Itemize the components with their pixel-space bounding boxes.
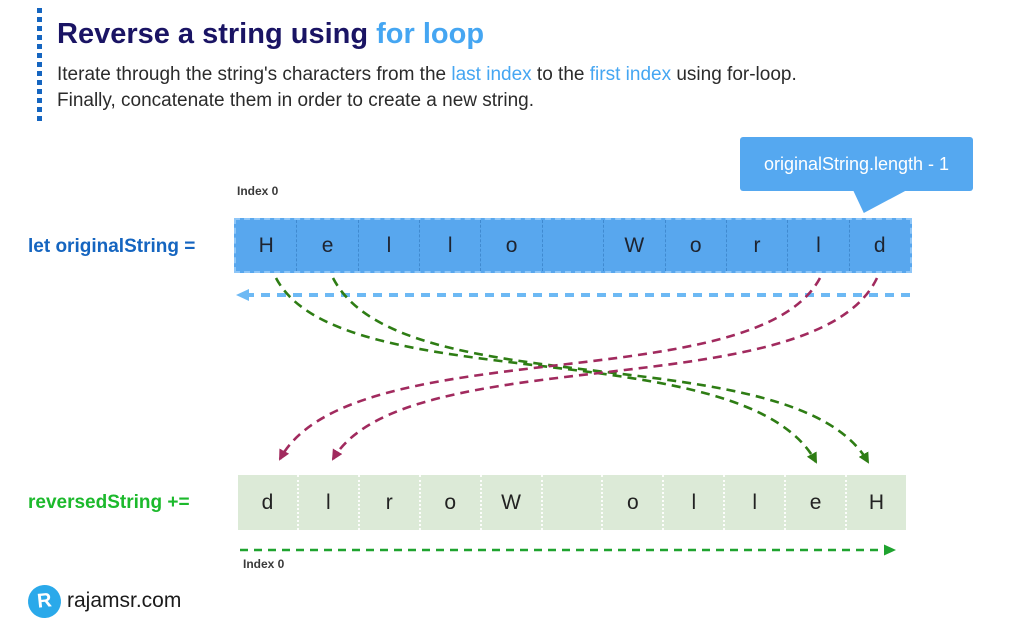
swap-curve-maroon-1 <box>278 277 822 461</box>
subtitle-text: Iterate through the string's characters … <box>57 64 452 85</box>
reversed-string-label: reversedString += <box>28 492 190 513</box>
char-cell: l <box>787 220 848 271</box>
char-cell <box>540 475 602 530</box>
char-cell: r <box>725 220 787 271</box>
original-string-label: let originalString = <box>28 236 196 257</box>
page-title: Reverse a string using for loop <box>57 18 484 51</box>
char-cell: o <box>418 475 480 530</box>
subtitle: Iterate through the string's characters … <box>57 62 797 114</box>
site-url-text: rajamsr.com <box>67 589 182 612</box>
char-cell: H <box>845 475 906 530</box>
char-cell: W <box>603 220 664 271</box>
left-accent-dotted-bar <box>37 8 42 122</box>
subtitle-line2: Finally, concatenate them in order to cr… <box>57 90 535 111</box>
char-cell: l <box>357 220 419 271</box>
char-cell <box>541 220 603 271</box>
swap-curve-green-2 <box>331 277 870 464</box>
swap-curve-maroon-2 <box>331 277 879 461</box>
subtitle-line1: Iterate through the string's characters … <box>57 62 797 88</box>
char-cell: d <box>261 490 274 514</box>
index-label-top: Index 0 <box>237 184 279 198</box>
callout-bubble: originalString.length - 1 <box>740 137 973 191</box>
char-cell: o <box>480 220 541 271</box>
title-accent-text: for loop <box>368 18 485 50</box>
title-main-text: Reverse a string using <box>57 18 369 50</box>
char-cell: o <box>601 475 662 530</box>
subtitle-accent-text: last index <box>451 64 532 85</box>
char-cell: l <box>296 475 358 530</box>
char-cell: l <box>723 475 784 530</box>
subtitle-accent-text: first index <box>589 64 672 85</box>
subtitle-text: using for-loop. <box>671 64 797 85</box>
char-cell: d <box>848 220 910 271</box>
callout-bubble-tail <box>853 190 907 213</box>
subtitle-text: to the <box>531 64 590 85</box>
char-cell: H <box>258 233 274 257</box>
char-cell: o <box>664 220 726 271</box>
index-label-bottom: Index 0 <box>243 557 285 571</box>
char-cell: e <box>784 475 845 530</box>
char-cell: l <box>419 220 480 271</box>
swap-curve-green-1 <box>274 277 818 464</box>
char-cell: l <box>662 475 723 530</box>
char-cell: e <box>296 220 357 271</box>
char-cell: W <box>479 475 541 530</box>
site-logo-icon: R <box>26 583 63 620</box>
char-cell: r <box>357 475 419 530</box>
callout-text: originalString.length - 1 <box>763 153 950 174</box>
